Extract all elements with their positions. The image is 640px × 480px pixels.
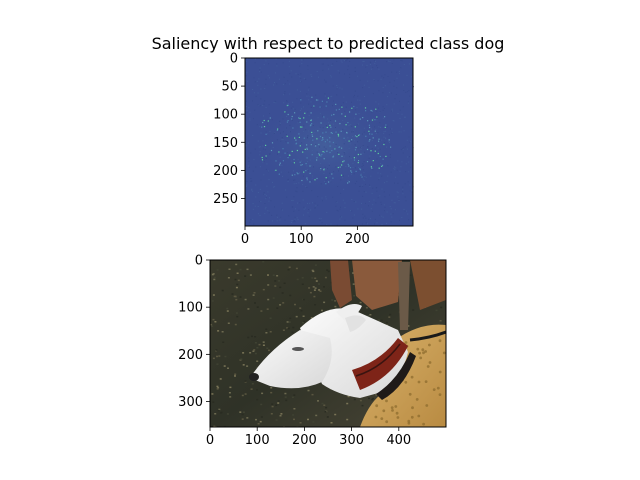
saliency-ytick-label: 200 bbox=[213, 164, 238, 179]
saliency-ticks: 0 100 200 0 50 100 150 200 250 bbox=[213, 52, 370, 248]
photo-ytick-label: 0 bbox=[195, 254, 203, 269]
saliency-ytick-label: 100 bbox=[213, 108, 238, 123]
saliency-panel: 0 100 200 0 50 100 150 200 250 bbox=[213, 52, 414, 248]
photo-ytick-label: 200 bbox=[178, 348, 203, 363]
photo-ytick-label: 100 bbox=[178, 301, 203, 316]
photo-ticks: 0 100 200 300 400 0 100 200 300 bbox=[178, 254, 411, 449]
saliency-ytick-label: 250 bbox=[213, 192, 238, 207]
saliency-xtick-label: 200 bbox=[345, 232, 370, 247]
figure-title: Saliency with respect to predicted class… bbox=[152, 34, 505, 53]
photo-xtick-label: 400 bbox=[386, 433, 411, 448]
photo-xtick-label: 0 bbox=[206, 433, 214, 448]
photo-xtick-label: 100 bbox=[245, 433, 270, 448]
saliency-ytick-label: 0 bbox=[230, 52, 238, 67]
saliency-glow bbox=[255, 95, 395, 195]
saliency-xtick-label: 0 bbox=[241, 232, 249, 247]
saliency-ytick-label: 150 bbox=[213, 136, 238, 151]
dog-photo bbox=[210, 260, 446, 427]
photo-axes-frame bbox=[209, 259, 447, 428]
saliency-speckles bbox=[245, 58, 414, 227]
photo-panel: 0 100 200 300 400 0 100 200 300 bbox=[178, 254, 447, 449]
photo-ytick-label: 300 bbox=[178, 395, 203, 410]
photo-xtick-label: 300 bbox=[339, 433, 364, 448]
saliency-xtick-label: 100 bbox=[289, 232, 314, 247]
saliency-ytick-label: 50 bbox=[221, 80, 238, 95]
photo-xtick-label: 200 bbox=[292, 433, 317, 448]
